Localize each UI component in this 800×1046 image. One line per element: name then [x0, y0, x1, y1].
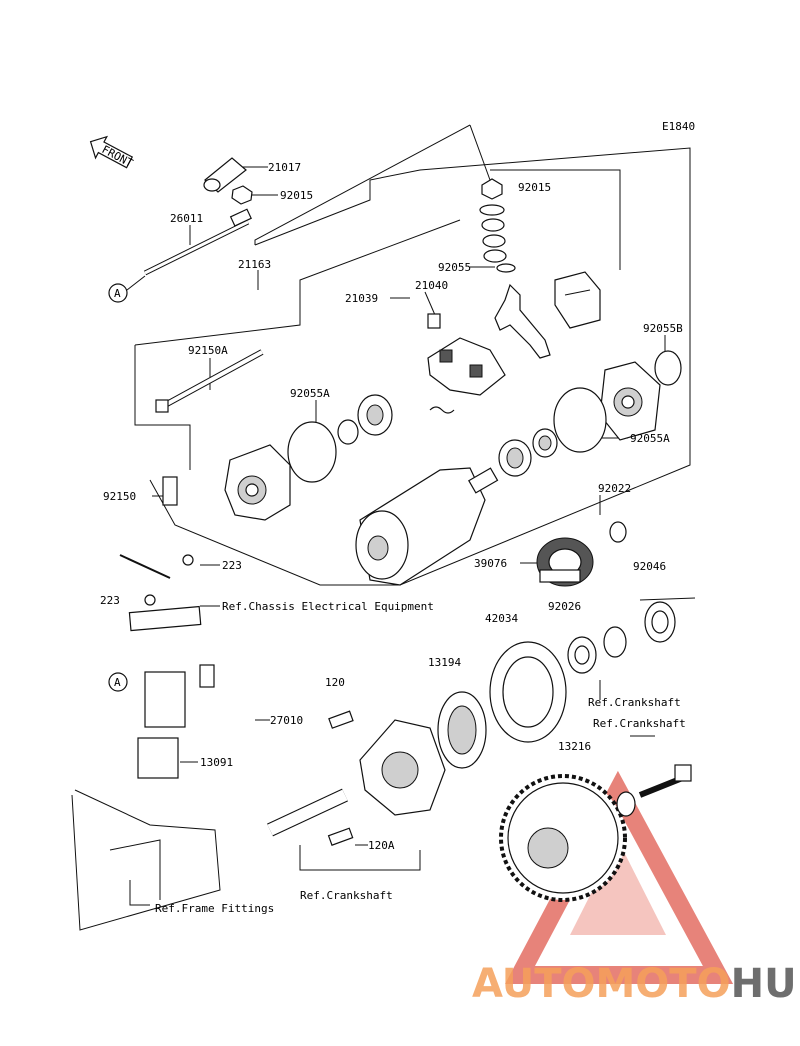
callout-a-lower-icon [108, 672, 128, 692]
label-223-a: 223 [222, 559, 242, 572]
part-92150-bolt [162, 476, 178, 506]
label-13216: 13216 [558, 740, 591, 753]
part-13216-starter-gear [499, 774, 627, 902]
part-92055b-oring [654, 350, 682, 386]
part-bearing-upper [337, 394, 393, 445]
label-92046: 92046 [633, 560, 666, 573]
label-92055a-right: 92055A [630, 432, 670, 445]
watermark-text-part1: AUTOMOTO [472, 961, 731, 1007]
label-120: 120 [325, 676, 345, 689]
part-120-bolt [328, 710, 354, 729]
leader-lines-lower [129, 564, 655, 906]
part-end-cover-plate [599, 361, 661, 441]
label-42034: 42034 [485, 612, 518, 625]
ref-crankshaft-c: Ref.Crankshaft [300, 889, 393, 902]
part-42034-one-way-housing [489, 641, 567, 743]
part-92046-needle-bearing [639, 597, 696, 643]
ref-chassis-electrical: Ref.Chassis Electrical Equipment [222, 600, 434, 613]
part-92015-washer-stack [479, 178, 516, 273]
part-92150a-bolt [155, 349, 264, 413]
label-92022: 92022 [598, 482, 631, 495]
part-13091-relay-cover [137, 737, 179, 779]
part-92055a-oring-left [287, 421, 337, 483]
label-26011: 26011 [170, 212, 203, 225]
part-crank-bolt [616, 764, 692, 817]
part-21017-sleeve [203, 157, 247, 193]
label-92026: 92026 [548, 600, 581, 613]
label-13194: 13194 [428, 656, 461, 669]
part-27010-starter-relay [119, 554, 215, 728]
label-21163: 21163 [238, 258, 271, 271]
label-92150: 92150 [103, 490, 136, 503]
label-92055b: 92055B [643, 322, 683, 335]
part-brush-spring [429, 406, 455, 414]
part-223-screw-b [144, 594, 156, 606]
label-92015-left: 92015 [280, 189, 313, 202]
ref-crankshaft-b: Ref.Crankshaft [593, 717, 686, 730]
front-label: FRONT [100, 143, 136, 170]
part-92022-washer [609, 521, 627, 543]
part-13194-one-way-clutch [437, 691, 487, 769]
label-223-b: 223 [100, 594, 120, 607]
label-39076: 39076 [474, 557, 507, 570]
label-21040: 21040 [415, 279, 448, 292]
part-bearings-middle [498, 428, 558, 477]
label-92055: 92055 [438, 261, 471, 274]
callout-a-label: A [114, 287, 121, 300]
part-21040-brush-holder [427, 313, 506, 396]
part-crankshaft-end [267, 788, 348, 837]
part-92026-collar [567, 626, 627, 674]
part-92055a-oring-right [553, 387, 607, 453]
diagram-code: E1840 [662, 120, 695, 133]
callout-a-lower-label: A [114, 676, 121, 689]
part-clutch-hub [359, 719, 446, 816]
part-frame-fittings [71, 789, 221, 931]
callout-a-icon [108, 283, 128, 303]
part-starter-motor-body [355, 467, 499, 586]
part-end-cover-top [554, 271, 601, 329]
part-92015-nut [231, 185, 253, 205]
watermark-text-part2: HUB [731, 961, 800, 1007]
label-92015-right: 92015 [518, 181, 551, 194]
label-92150a: 92150A [188, 344, 228, 357]
label-13091: 13091 [200, 756, 233, 769]
label-27010: 27010 [270, 714, 303, 727]
part-terminal-bracket [494, 283, 551, 359]
part-39076-idler-gear [536, 537, 594, 587]
part-223-screw-a [182, 554, 194, 566]
label-21039: 21039 [345, 292, 378, 305]
part-120a-bolt [327, 827, 354, 846]
part-front-cover [224, 444, 291, 521]
ref-crankshaft-a: Ref.Crankshaft [588, 696, 681, 709]
label-21017: 21017 [268, 161, 301, 174]
front-arrow-icon: FRONT [89, 135, 136, 170]
ref-frame-fittings: Ref.Frame Fittings [155, 902, 274, 915]
watermark-text: AUTOMOTOHUB [472, 961, 800, 1007]
part-26011-cable [143, 208, 252, 276]
label-92055a-left: 92055A [290, 387, 330, 400]
label-120a: 120A [368, 839, 395, 852]
